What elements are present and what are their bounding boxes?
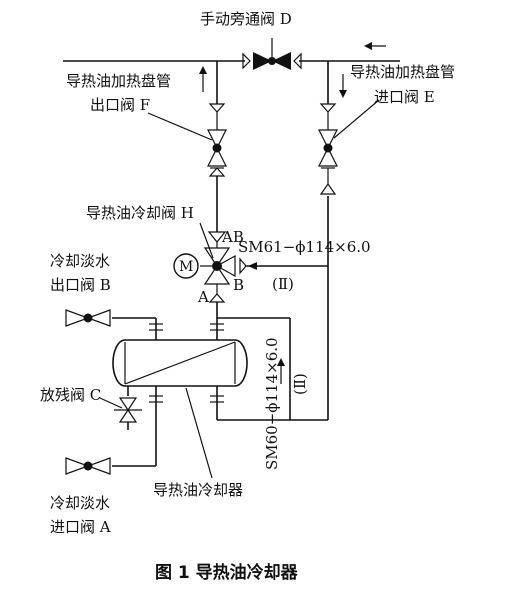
cooler-shell — [112, 339, 248, 387]
motor-actuator: M — [173, 253, 199, 279]
cooler-label: 导热油冷却器 — [153, 481, 243, 499]
valve-e-leader — [333, 99, 380, 139]
flow-arrow-header — [364, 42, 386, 50]
valve-c-leader — [99, 397, 123, 409]
sm60-label: SM60−ϕ114×6.0 — [263, 337, 281, 470]
valve-e-label-line1: 导热油加热盘管 — [350, 63, 455, 81]
valve-b-label-line1: 冷却淡水 — [50, 252, 110, 270]
valve-c-label: 放残阀 C — [40, 386, 101, 404]
valve-a-label-line2: 进口阀 A — [50, 518, 111, 536]
valve-b-label-line2: 出口阀 B — [50, 276, 111, 294]
motor-label: M — [179, 259, 193, 275]
valve-a-label-line1: 冷却淡水 — [50, 494, 110, 512]
valve-e-label-line2: 进口阀 E — [374, 88, 435, 106]
valve-h-leader — [199, 222, 214, 259]
valve-h-label: 导热油冷却阀 H — [86, 204, 194, 222]
valve-a — [65, 457, 156, 475]
sm61-pipe — [246, 262, 328, 270]
sm61-label: SM61−ϕ114×6.0 — [238, 238, 371, 256]
cooler-top-nozzles — [149, 323, 163, 340]
valve-c — [114, 386, 142, 430]
valve-d — [242, 38, 302, 70]
valve-b — [65, 309, 157, 327]
figure-caption: 图 1 导热油冷却器 — [155, 562, 299, 583]
valve-f-leader — [147, 112, 213, 141]
valve-f-label-line1: 导热油加热盘管 — [66, 72, 171, 90]
port-b-label: B — [233, 276, 244, 294]
valve-h-to-cooler-pipe — [210, 302, 224, 340]
sm60-circuit-label: (Ⅱ) — [291, 373, 309, 395]
valve-e — [318, 103, 338, 195]
valve-h — [200, 231, 247, 303]
sm60-pipe — [217, 317, 328, 421]
sm61-circuit-label: (Ⅱ) — [272, 275, 294, 293]
valve-f — [207, 103, 227, 177]
port-a-label: A — [197, 288, 209, 306]
flow-arrow-f — [199, 66, 207, 92]
valve-f-label-line2: 出口阀 F — [90, 96, 150, 114]
cooler-bottom-nozzles — [149, 386, 224, 466]
cooler-leader — [185, 387, 213, 479]
port-ab-label: AB — [221, 228, 244, 246]
flow-arrow-e — [339, 74, 347, 98]
valve-d-label: 手动旁通阀 D — [200, 10, 292, 28]
